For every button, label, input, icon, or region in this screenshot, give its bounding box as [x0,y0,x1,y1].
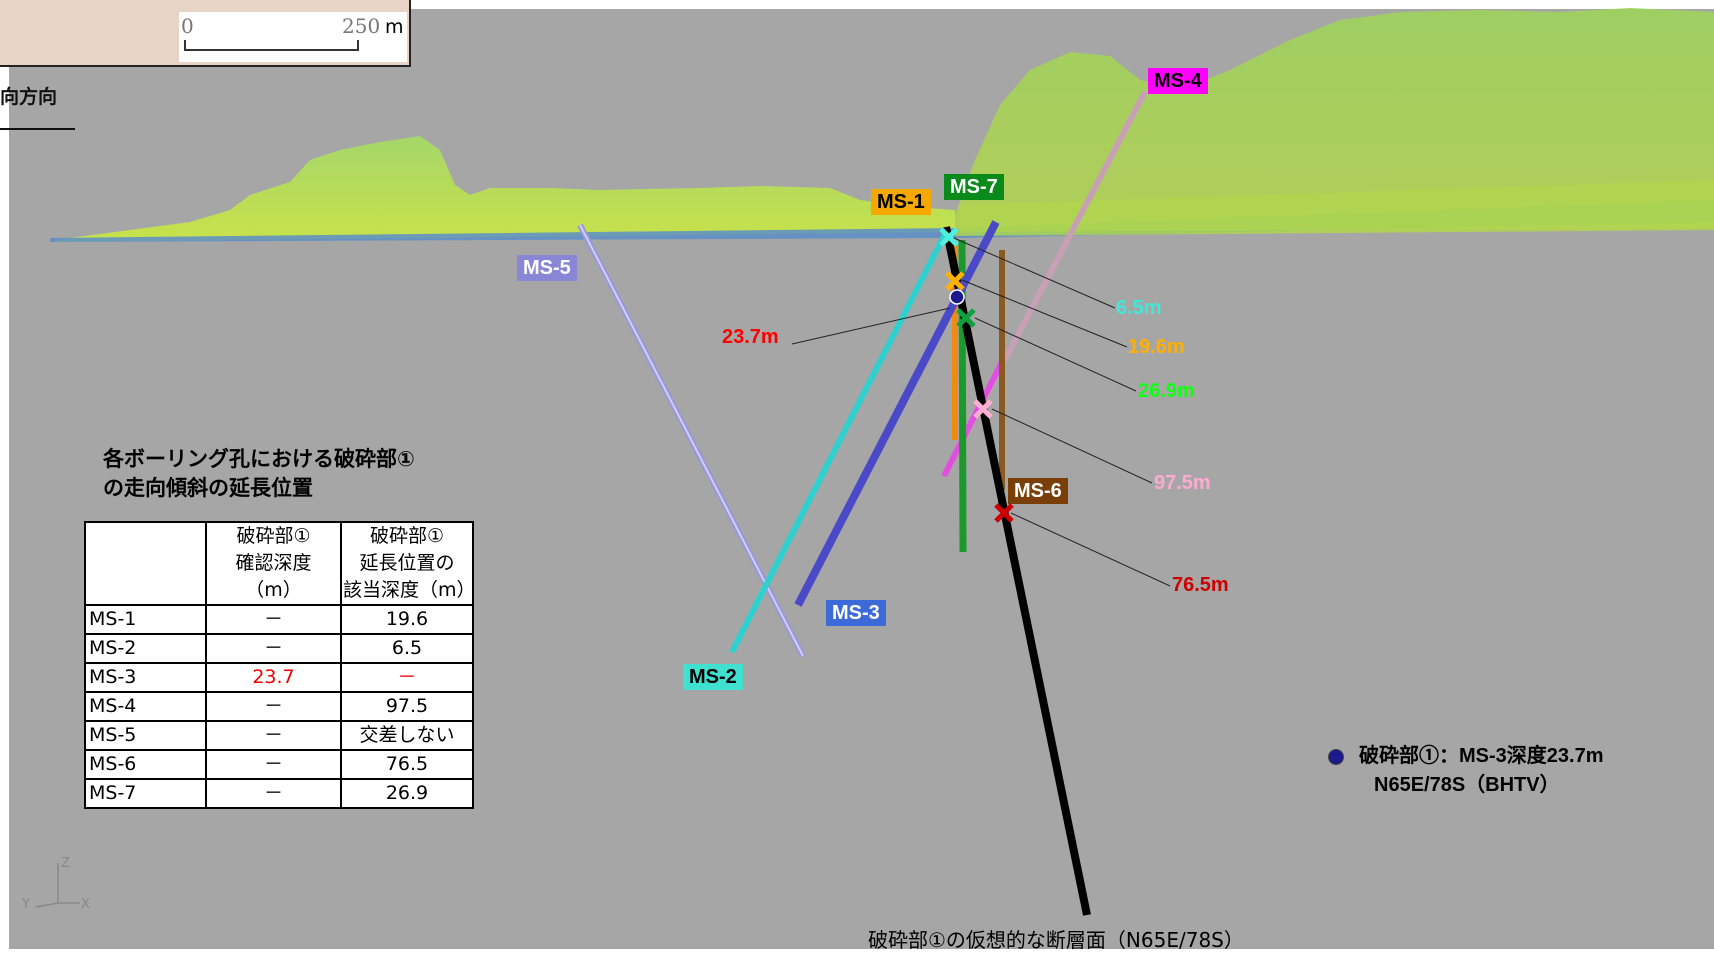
fracture-legend: 破砕部①：MS-3深度23.7m N65E/78S（BHTV） [1328,742,1604,800]
cell-hole: MS-5 [84,720,207,751]
cell-extension: 19.6 [340,604,474,635]
direction-underline [0,128,75,130]
table-title: 各ボーリング孔における破砕部① の走向傾斜の延長位置 [103,445,415,503]
header-confirmed-depth: 破砕部① 確認深度 （m） [205,521,342,606]
header-hole [84,521,207,606]
table-row: MS-6－76.5 [84,749,474,780]
cell-hole: MS-1 [84,604,207,635]
cell-hole: MS-2 [84,633,207,664]
scale-tick-right [357,40,359,51]
cell-extension: 76.5 [340,749,474,780]
cell-extension: 6.5 [340,633,474,664]
marker-ms2 [939,227,959,247]
header-extension-depth: 破砕部① 延長位置の 該当深度（m） [340,521,476,606]
table-row: MS-4－97.5 [84,691,474,722]
borehole-ms5-core [579,224,804,657]
header-col2-line1: 破砕部① [369,525,445,547]
table-title-line2: の走向傾斜の延長位置 [103,476,313,500]
inset-map: 0 250 m [0,0,411,67]
axis-z-label: Z [61,856,70,871]
cell-hole: MS-6 [84,749,207,780]
tag-ms2: MS-2 [683,664,743,690]
tag-ms1: MS-1 [871,189,931,215]
axis-x-label: X [81,897,90,910]
depth-label-76-5: 76.5m [1172,574,1229,596]
scale-unit: m [385,16,404,38]
header-col2-line2: 延長位置の [359,552,455,574]
table-row: MS-5－交差しない [84,720,474,751]
fault-plane-caption: 破砕部①の仮想的な断層面（N65E/78S） [868,928,1244,952]
cell-extension: － [340,662,474,693]
tag-ms3: MS-3 [826,600,886,626]
cell-confirmed: － [205,749,342,780]
header-col1-line3: （m） [245,579,302,601]
table-row: MS-7－26.9 [84,778,474,809]
depth-label-19-6: 19.6m [1128,336,1185,358]
depth-label-26-9: 26.9m [1138,380,1195,402]
header-col1-line2: 確認深度 [235,552,312,574]
terrain-right-shore [960,180,1714,232]
legend-line1: 破砕部①：MS-3深度23.7m [1359,745,1604,767]
header-col1-line1: 破砕部① [236,525,311,547]
leader-lines [791,237,1171,587]
table-title-line1: 各ボーリング孔における破砕部① [103,447,415,471]
cell-confirmed: － [205,604,342,635]
table-row: MS-1－19.6 [84,604,474,635]
marker-ms7 [956,308,976,328]
scale-line [184,49,359,51]
borehole-ms2-line [729,230,949,654]
cell-extension: 97.5 [340,691,474,722]
depth-label-97-5: 97.5m [1154,472,1211,494]
table-header-row: 破砕部① 確認深度 （m） 破砕部① 延長位置の 該当深度（m） [84,521,476,606]
fracture-dot-icon [1328,749,1344,765]
marker-ms4 [973,399,993,419]
cell-hole: MS-4 [84,691,207,722]
cell-hole: MS-3 [84,662,207,693]
depth-table: 破砕部① 確認深度 （m） 破砕部① 延長位置の 該当深度（m） MS-1－19… [84,521,476,809]
borehole-ms4-lower [941,358,1006,478]
cell-extension: 26.9 [340,778,474,809]
direction-label: 向方向 [0,86,58,108]
tag-ms7: MS-7 [944,174,1004,200]
depth-label-23-7: 23.7m [722,326,779,348]
cell-confirmed: － [205,633,342,664]
cell-hole: MS-7 [84,778,207,809]
terrain-left [55,136,955,242]
header-col2-line3: 該当深度（m） [343,579,476,601]
scale-tick-left [184,40,186,51]
cell-confirmed: － [205,720,342,751]
axis-gizmo: Z X Y [21,856,90,910]
fault-plane-line [942,226,1091,916]
cell-extension: 交差しない [340,720,474,751]
legend-line2: N65E/78S（BHTV） [1374,774,1560,796]
tag-ms6: MS-6 [1008,478,1068,504]
cell-confirmed: － [205,778,342,809]
depth-label-6-5: 6.5m [1116,297,1162,319]
marker-ms3-fracture [949,289,965,305]
axis-y-label: Y [21,897,30,910]
cell-confirmed: 23.7 [205,662,342,693]
table-row: MS-2－6.5 [84,633,474,664]
scale-max: 250 [342,14,381,38]
tag-ms4: MS-4 [1148,68,1208,94]
tag-ms5: MS-5 [517,255,577,281]
marker-ms1 [945,271,965,291]
scale-zero: 0 [181,14,194,38]
terrain-right-hill [955,8,1714,236]
cell-confirmed: － [205,691,342,722]
marker-ms6 [994,503,1014,523]
scale-bar: 0 250 m [179,12,407,62]
